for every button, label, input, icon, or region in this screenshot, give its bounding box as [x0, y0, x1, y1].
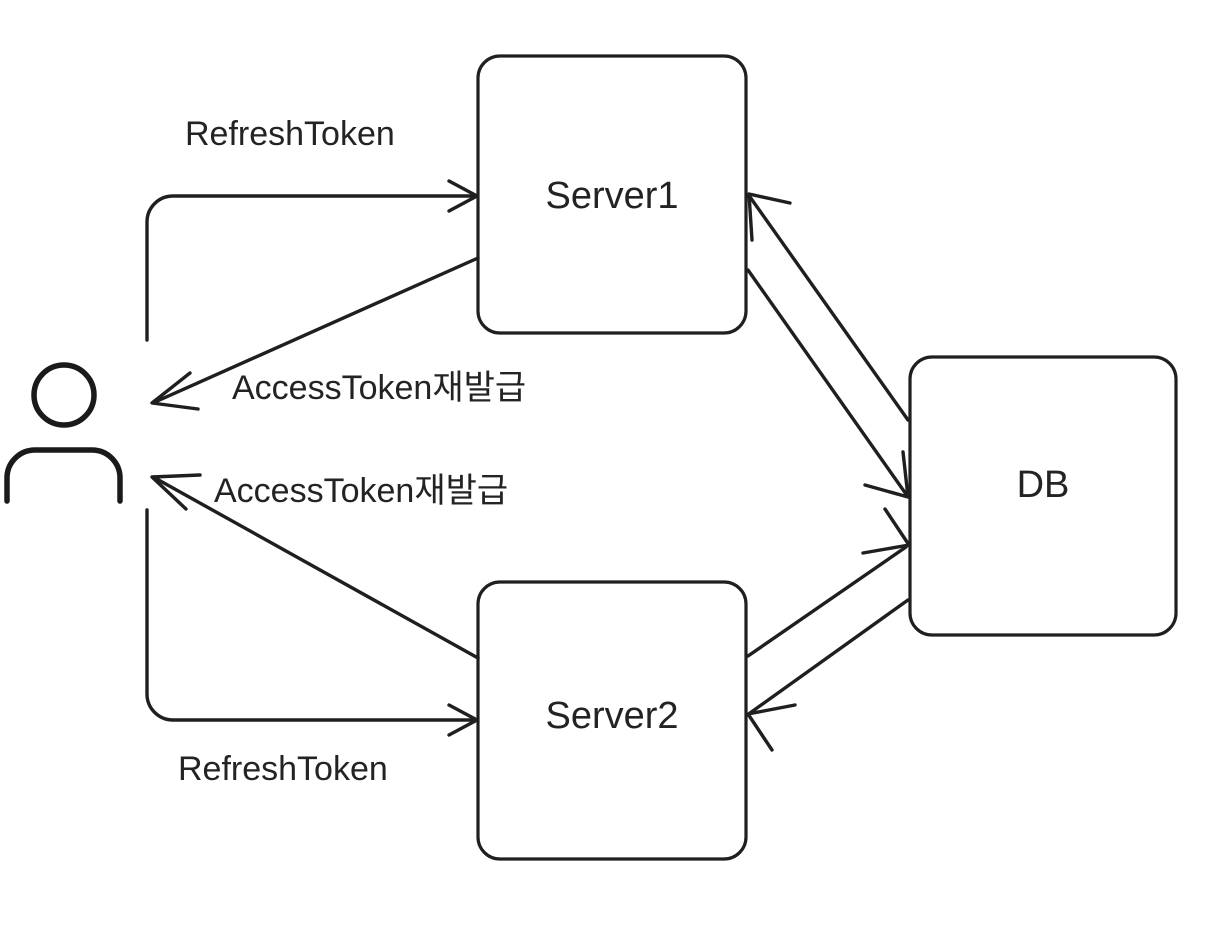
edge-server1-to-actor-arrowhead [150, 371, 200, 411]
node-server2[interactable]: Server2 [476, 580, 748, 861]
edge-server2-to-db-line [746, 545, 908, 658]
edge-server2-to-db[interactable] [746, 507, 911, 658]
edge-server2-to-actor-line [153, 476, 480, 660]
edge-actor-to-server1[interactable] [145, 179, 479, 342]
actor-shoulders-shape [4, 447, 123, 504]
edge-db-to-server1-arrowhead [747, 192, 792, 242]
edge-server1-to-db-arrowhead [863, 450, 910, 499]
edge-server1-to-db[interactable] [746, 268, 910, 499]
edge-server1-to-actor[interactable] [150, 256, 480, 411]
edge-actor-to-server2-arrowhead [447, 703, 479, 737]
edge-label-refreshtoken-top: RefreshToken [185, 115, 395, 153]
edge-server1-to-actor-line [153, 256, 480, 404]
node-server1[interactable]: Server1 [476, 54, 748, 335]
edge-db-to-server2[interactable] [746, 598, 910, 752]
edge-actor-to-server2[interactable] [145, 508, 479, 737]
server2-label: Server2 [545, 695, 678, 737]
edge-label-refreshtoken-bottom: RefreshToken [178, 750, 388, 788]
edge-db-to-server2-line [748, 598, 910, 715]
edge-label-accesstoken-reissue-bottom: AccessToken재발급 [214, 472, 508, 510]
server1-box [476, 54, 748, 335]
edge-server2-to-db-arrowhead [861, 507, 911, 555]
actor-head-circle [31, 362, 97, 428]
edge-db-to-server1[interactable] [747, 192, 910, 422]
actor-user-icon[interactable] [4, 362, 123, 504]
server1-label: Server1 [545, 175, 678, 217]
db-label: DB [1017, 464, 1070, 506]
edge-actor-to-server2-line [145, 508, 476, 722]
node-db[interactable]: DB [908, 355, 1178, 637]
edge-actor-to-server1-arrowhead [447, 179, 479, 213]
edge-db-to-server1-line [748, 195, 910, 422]
edge-server2-to-actor-arrowhead [150, 473, 202, 511]
edge-server1-to-db-line [746, 268, 908, 496]
db-box [908, 355, 1178, 637]
edge-label-accesstoken-reissue-top: AccessToken재발급 [232, 369, 526, 407]
edge-server2-to-actor[interactable] [150, 473, 480, 660]
edge-actor-to-server1-line [145, 194, 476, 342]
edge-db-to-server2-arrowhead [746, 703, 797, 752]
